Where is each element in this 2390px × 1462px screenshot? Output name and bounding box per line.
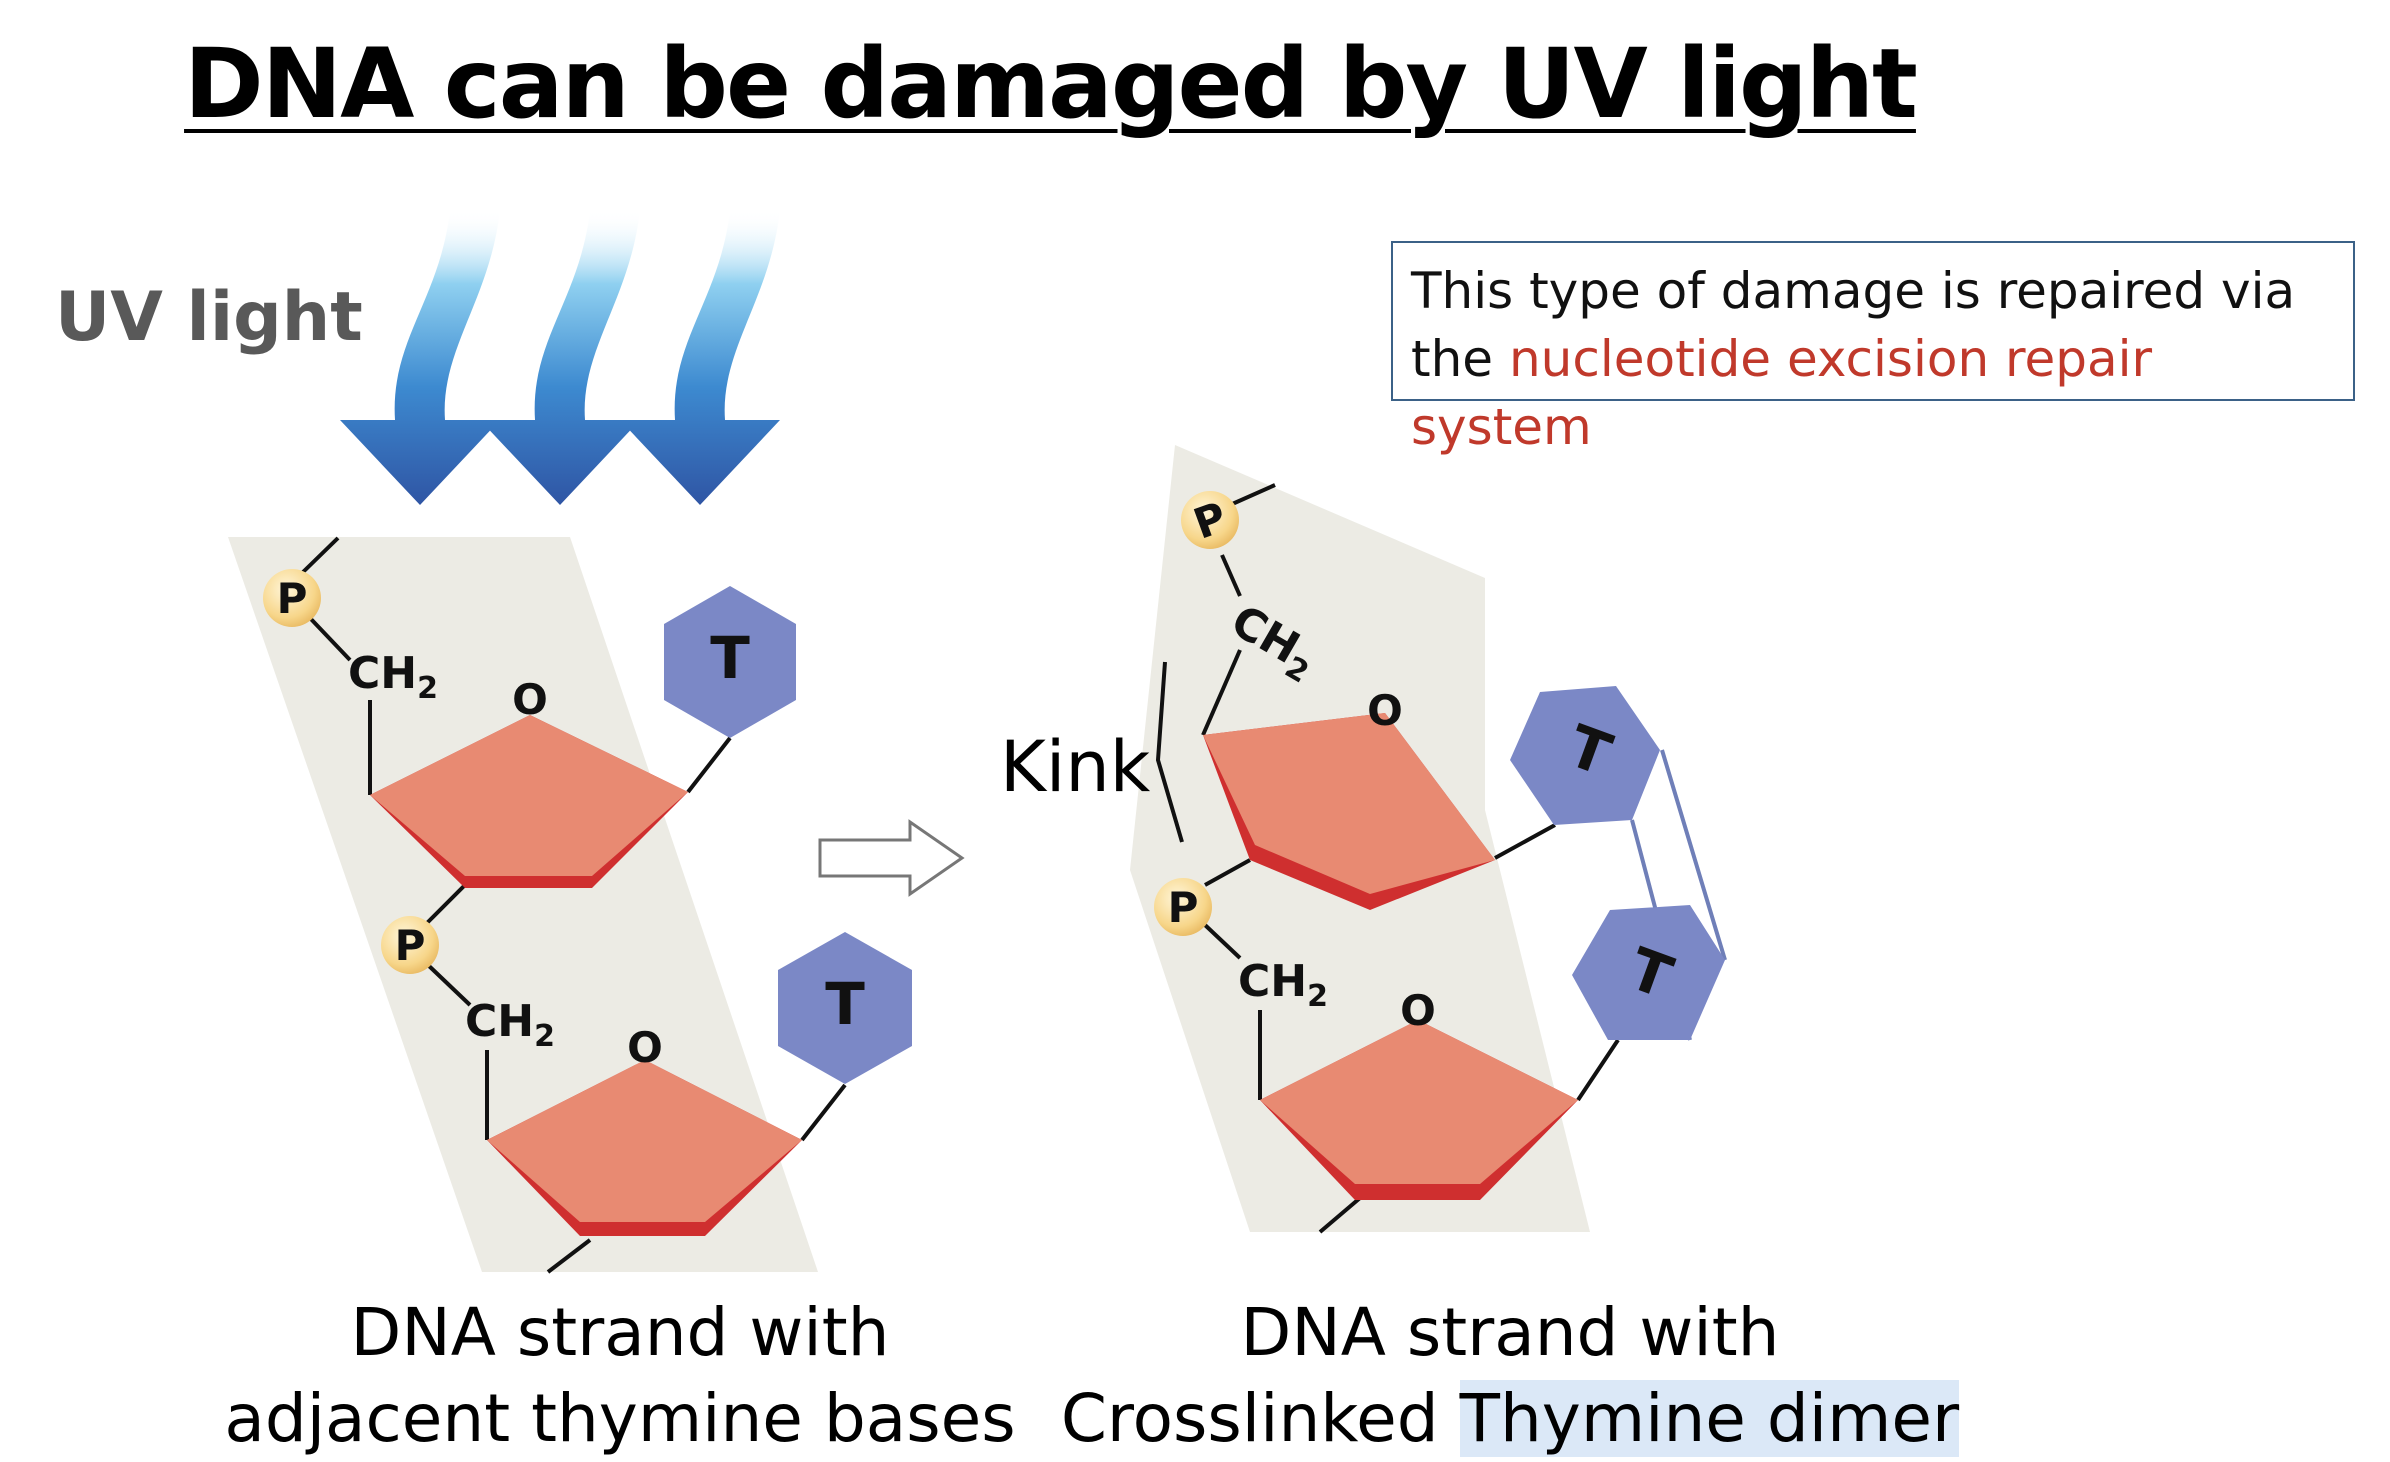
- right-phosphate-1: [1181, 491, 1239, 549]
- left-phosphate-1: [263, 569, 321, 627]
- left-o-label-2: O: [627, 1023, 663, 1072]
- right-caption-prefix: Crosslinked: [1060, 1380, 1460, 1457]
- info-line-2: the nucleotide excision repair system: [1411, 325, 2335, 461]
- left-caption-line-1: DNA strand with: [350, 1294, 890, 1371]
- right-o-label-2: O: [1400, 986, 1436, 1035]
- left-sugar-1: [370, 715, 688, 876]
- right-phosphate-2: [1154, 878, 1212, 936]
- kink-label: Kink: [1000, 726, 1151, 808]
- thymine-dimer-highlight: Thymine dimer: [1459, 1380, 1960, 1457]
- uv-arrow-2: [480, 210, 640, 505]
- transform-arrow: [818, 819, 965, 897]
- right-p-label-2: P: [1168, 883, 1199, 932]
- left-ch2-label-2: CH2: [465, 996, 555, 1054]
- left-t-label-2: T: [825, 970, 865, 1038]
- right-caption: DNA strand with Crosslinked Thymine dime…: [1040, 1290, 1980, 1462]
- left-p-label-1: P: [277, 574, 308, 623]
- right-ch2-label-2: CH2: [1238, 956, 1328, 1014]
- left-ch2-label-1: CH2: [348, 648, 438, 706]
- repair-info-box: This type of damage is repaired via the …: [1391, 241, 2355, 456]
- uv-arrow-1: [340, 210, 500, 505]
- left-thymine-2: [778, 932, 912, 1084]
- left-sugar-2: [487, 1060, 802, 1222]
- info-line-1: This type of damage is repaired via: [1411, 262, 2296, 320]
- info-line-2-prefix: the: [1411, 330, 1509, 388]
- right-sugar-1: [1203, 713, 1495, 894]
- left-t-label-1: T: [710, 624, 750, 692]
- right-thymine-1: [1510, 686, 1660, 825]
- right-o-label-1: O: [1367, 686, 1403, 735]
- left-thymine-1: [664, 586, 796, 738]
- left-dna-strand: P P CH2 CH2 O O T T: [228, 536, 912, 1274]
- uv-arrow-3: [620, 210, 780, 505]
- right-caption-line-2: Crosslinked Thymine dimer: [1040, 1376, 1980, 1462]
- right-sugar-2: [1260, 1020, 1578, 1184]
- left-p-label-2: P: [395, 921, 426, 970]
- right-caption-line-1: DNA strand with: [1240, 1294, 1780, 1371]
- uv-arrows: [340, 210, 780, 505]
- left-phosphate-2: [381, 916, 439, 974]
- slide-title: DNA can be damaged by UV light: [184, 28, 1918, 140]
- left-o-label-1: O: [512, 675, 548, 724]
- right-thymine-2: [1572, 905, 1725, 1040]
- kink-bracket: [1155, 661, 1184, 843]
- uv-light-label: UV light: [55, 278, 363, 357]
- left-caption-line-2: adjacent thymine bases: [224, 1380, 1016, 1457]
- repair-system-name: nucleotide excision repair system: [1411, 330, 2153, 456]
- left-caption: DNA strand with adjacent thymine bases: [160, 1290, 1080, 1462]
- right-dna-strand: P P CH2 CH2 O O T T: [1130, 445, 1727, 1234]
